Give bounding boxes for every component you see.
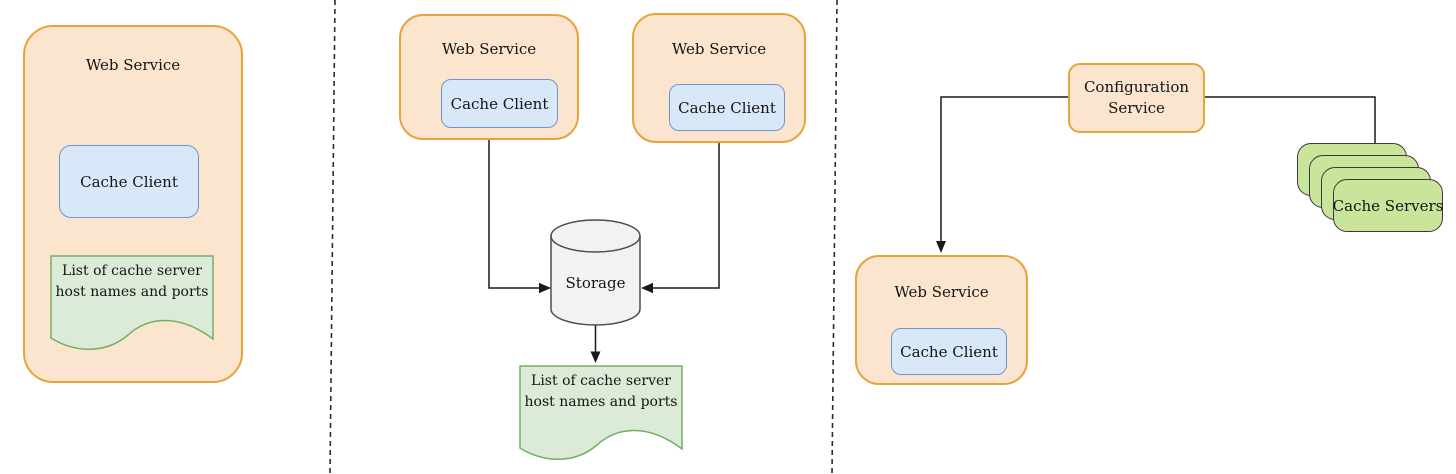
web-service-title: Web Service xyxy=(671,40,767,58)
cache-servers-stack: Cache Servers xyxy=(1297,143,1444,233)
document-label: List of cache server host names and port… xyxy=(524,373,678,410)
panel-divider-left xyxy=(329,0,336,474)
cache-client-box: Cache Client xyxy=(891,328,1007,375)
connector-configservice-to-cacheservers xyxy=(1205,96,1376,143)
cache-client-label: Cache Client xyxy=(900,342,998,361)
cache-list-document xyxy=(50,255,214,350)
arrowhead-down-icon xyxy=(590,351,601,363)
storage-cylinder xyxy=(550,219,641,326)
web-service-title: Web Service xyxy=(441,40,537,58)
cache-servers-label: Cache Servers xyxy=(1332,196,1444,215)
connector-webservice2-to-storage xyxy=(653,143,720,289)
arrowhead-down-icon xyxy=(936,241,946,253)
web-service-box: Web Service Cache Client xyxy=(399,14,579,140)
web-service-title: Web Service xyxy=(85,56,181,74)
cache-client-label: Cache Client xyxy=(450,94,549,113)
cache-client-box: Cache Client xyxy=(441,79,558,128)
configuration-service-label: Configuration Service xyxy=(1083,78,1190,117)
web-service-title: Web Service xyxy=(894,283,989,301)
document-shape xyxy=(519,365,683,460)
storage-label: Storage xyxy=(565,274,626,292)
connector-webservice1-to-storage xyxy=(488,140,539,289)
cache-client-box: Cache Client xyxy=(669,84,785,131)
web-service-box: Web Service Cache Client xyxy=(855,255,1028,385)
cylinder-rim xyxy=(550,235,641,253)
web-service-box: Web Service Cache Client xyxy=(632,13,806,143)
cache-server-card: Cache Servers xyxy=(1333,179,1443,232)
configuration-service-box: Configuration Service xyxy=(1068,63,1205,133)
panel-divider-right xyxy=(831,0,838,474)
document-shape xyxy=(50,255,214,350)
connector-configservice-to-webservice xyxy=(940,96,1068,241)
cache-client-box: Cache Client xyxy=(59,145,199,218)
cylinder-body xyxy=(550,219,641,326)
arrowhead-left-icon xyxy=(641,282,653,294)
cache-client-label: Cache Client xyxy=(678,98,776,117)
cache-list-document xyxy=(519,365,683,460)
document-label: List of cache server host names and port… xyxy=(55,263,209,300)
web-service-box: Web Service Cache Client List of cache s… xyxy=(23,25,243,383)
cache-client-label: Cache Client xyxy=(80,172,178,191)
